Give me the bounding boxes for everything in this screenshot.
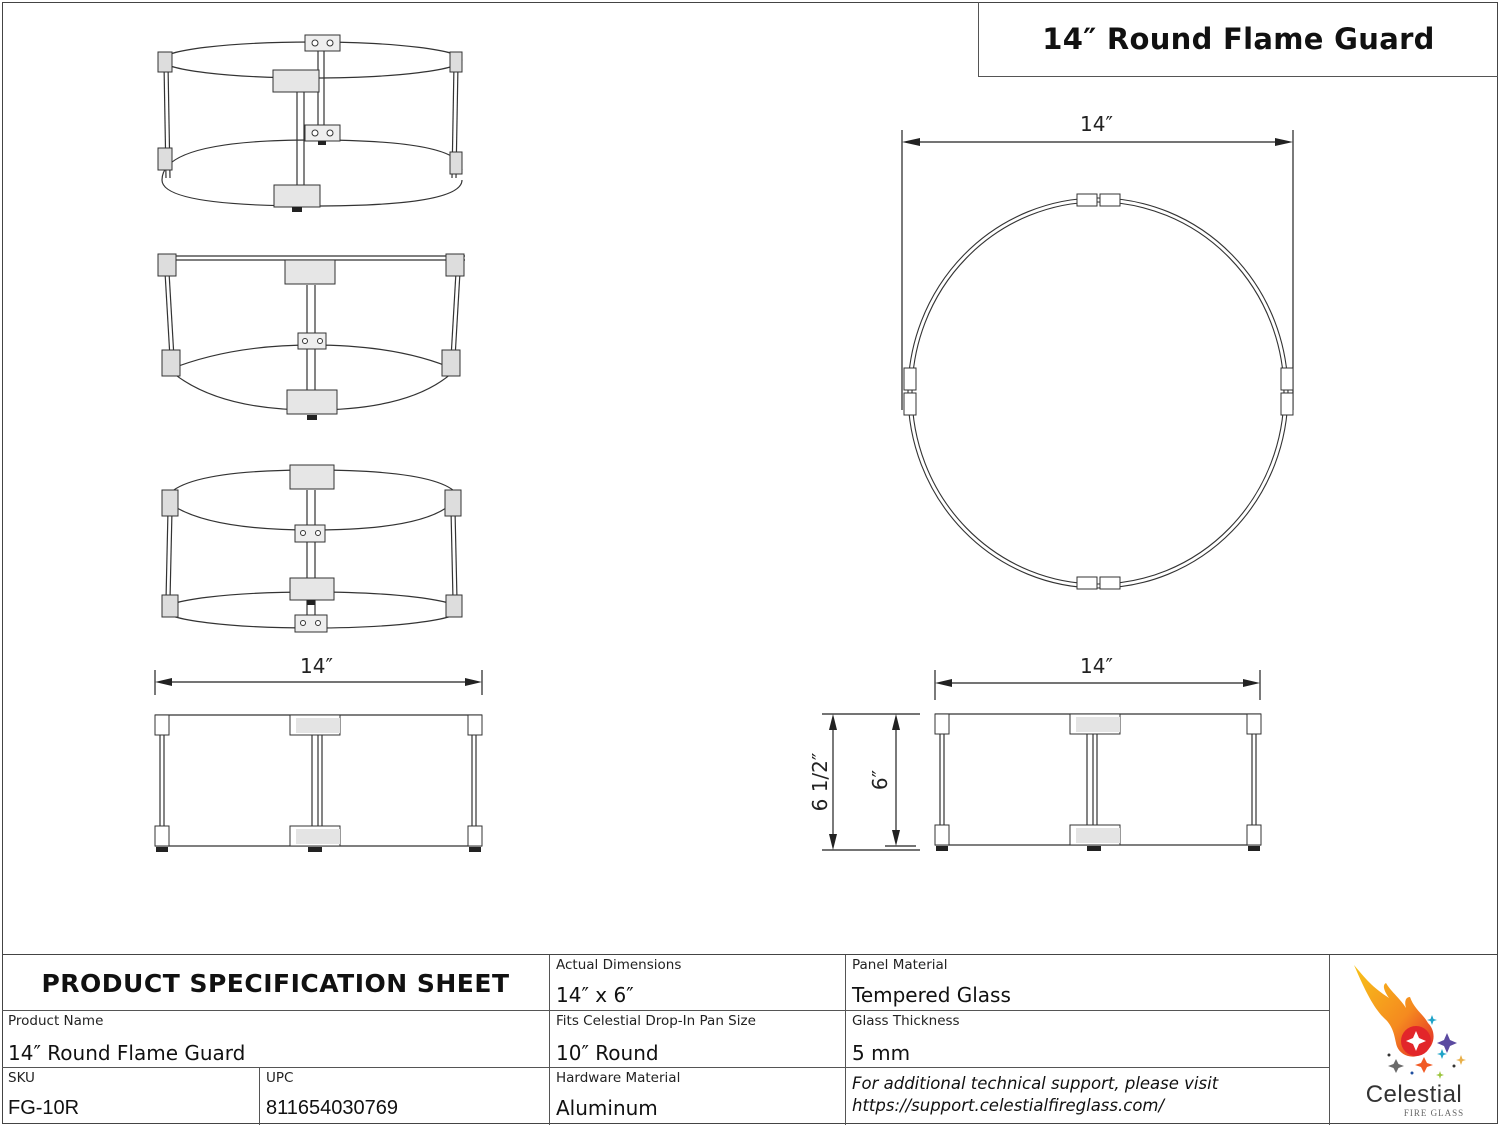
- diameter-dimension: 14″: [1080, 112, 1113, 136]
- glass-thickness-cell: Glass Thickness 5 mm: [846, 1011, 1330, 1068]
- spec-table: PRODUCT SPECIFICATION SHEET Product Name…: [2, 954, 1498, 1125]
- actual-dimensions-value: 14″ x 6″: [556, 983, 634, 1007]
- overall-height-dimension: 6 1/2″: [808, 752, 832, 812]
- sku-cell: SKU FG-10R: [2, 1068, 260, 1125]
- upc-value: 811654030769: [266, 1097, 398, 1119]
- spec-heading: PRODUCT SPECIFICATION SHEET: [2, 955, 550, 1011]
- support-note-cell: For additional technical support, please…: [846, 1068, 1330, 1125]
- panel-material-value: Tempered Glass: [852, 983, 1011, 1007]
- panel-material-cell: Panel Material Tempered Glass: [846, 955, 1330, 1011]
- pan-size-value: 10″ Round: [556, 1041, 659, 1065]
- brand-logo: Celestial FIRE GLASS: [1330, 955, 1498, 1125]
- page-title: 14″ Round Flame Guard: [978, 2, 1498, 77]
- product-name-cell: Product Name 14″ Round Flame Guard: [2, 1011, 550, 1068]
- actual-dimensions-cell: Actual Dimensions 14″ x 6″: [550, 955, 846, 1011]
- panel-material-label: Panel Material: [852, 957, 948, 973]
- support-url-link[interactable]: https://support.celestialfireglass.com/: [852, 1096, 1165, 1115]
- flame-star-logo-icon: [1354, 965, 1466, 1079]
- upc-cell: UPC 811654030769: [260, 1068, 550, 1125]
- sku-value: FG-10R: [8, 1097, 80, 1119]
- width-dimension-right: 14″: [1080, 654, 1113, 678]
- pan-size-label: Fits Celestial Drop-In Pan Size: [556, 1013, 756, 1029]
- isometric-view-2: [150, 250, 480, 425]
- width-dimension-left: 14″: [300, 654, 333, 678]
- brand-tagline: FIRE GLASS: [1403, 1108, 1465, 1118]
- product-name-label: Product Name: [8, 1013, 104, 1029]
- support-note-line1: For additional technical support, please…: [852, 1074, 1219, 1093]
- glass-thickness-label: Glass Thickness: [852, 1013, 960, 1029]
- product-name-value: 14″ Round Flame Guard: [8, 1041, 246, 1065]
- brand-name: Celestial: [1365, 1081, 1463, 1108]
- isometric-view-3: [150, 460, 480, 640]
- hardware-material-value: Aluminum: [556, 1096, 658, 1120]
- upc-label: UPC: [266, 1070, 294, 1086]
- pan-size-cell: Fits Celestial Drop-In Pan Size 10″ Roun…: [550, 1011, 846, 1068]
- top-view: 14″: [880, 100, 1320, 600]
- side-elevation-left: 14″: [150, 654, 490, 870]
- side-elevation-right: 14″ 6 1/2″ 6″: [800, 650, 1280, 870]
- glass-thickness-value: 5 mm: [852, 1041, 911, 1065]
- sku-label: SKU: [8, 1070, 35, 1086]
- hardware-material-cell: Hardware Material Aluminum: [550, 1068, 846, 1125]
- isometric-view-1: [150, 30, 480, 220]
- actual-dimensions-label: Actual Dimensions: [556, 957, 682, 973]
- hardware-material-label: Hardware Material: [556, 1070, 681, 1086]
- glass-height-dimension: 6″: [868, 769, 892, 791]
